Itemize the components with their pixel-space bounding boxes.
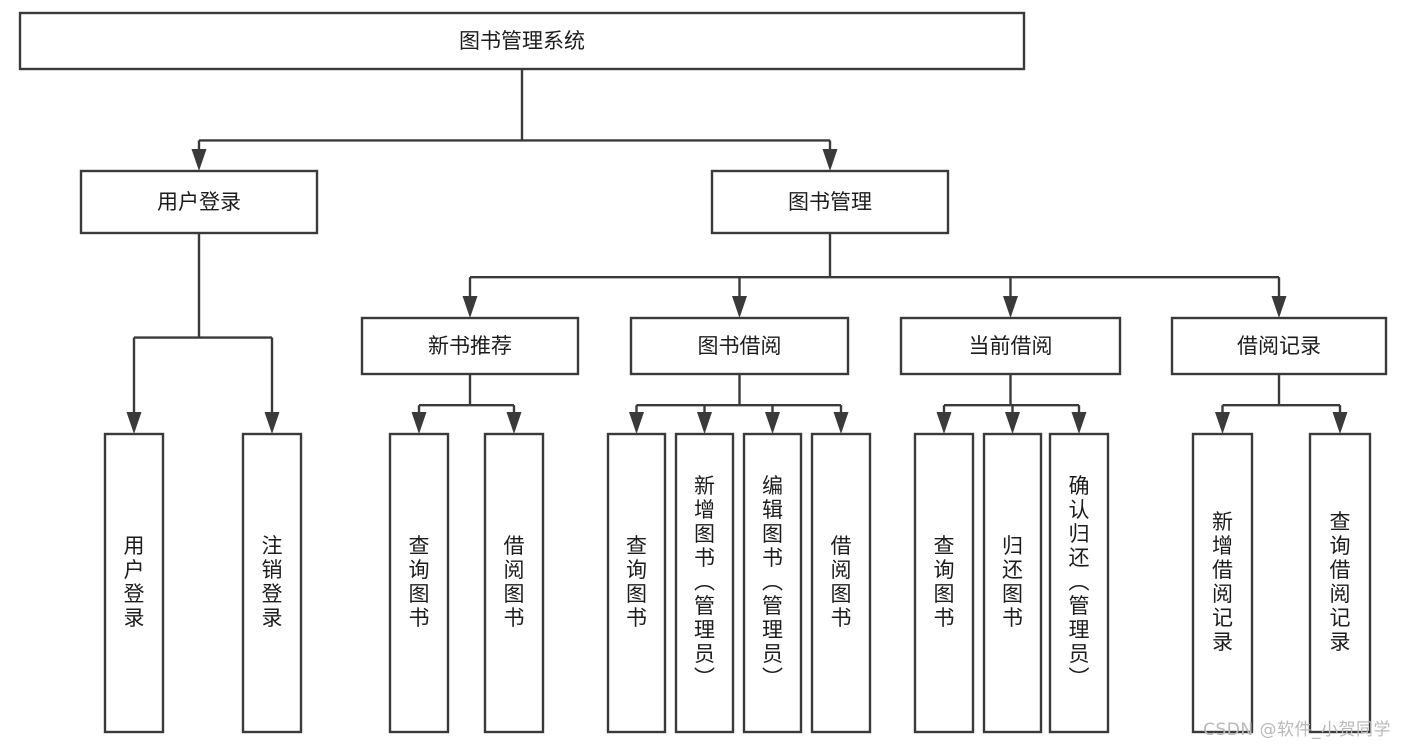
node-leaf-query-book-cur[interactable]: 查询图书	[913, 432, 975, 734]
node-borrow-record[interactable]: 借阅记录	[1170, 316, 1388, 376]
edge-group-borrow-record	[1215, 374, 1348, 434]
edge-arrowhead	[506, 412, 522, 434]
node-leaf-borrow-book-rec[interactable]: 借阅图书	[483, 432, 545, 734]
node-box[interactable]	[18, 11, 1026, 71]
node-box[interactable]	[103, 432, 165, 734]
node-label: 借阅图书	[504, 534, 525, 630]
edge-group-root	[191, 69, 838, 171]
node-box[interactable]	[629, 316, 850, 376]
node-box[interactable]	[79, 169, 319, 235]
node-box[interactable]	[1191, 432, 1254, 734]
edge-arrowhead	[936, 412, 952, 434]
edge-arrowhead	[765, 412, 780, 434]
node-label: 查询借阅记录	[1330, 510, 1351, 654]
node-box[interactable]	[1308, 432, 1372, 734]
node-box[interactable]	[742, 432, 803, 734]
edge-arrowhead	[1215, 412, 1230, 434]
node-leaf-user-login[interactable]: 用户登录	[103, 432, 165, 734]
node-label: 借阅图书	[831, 534, 852, 630]
node-leaf-return-book[interactable]: 归还图书	[982, 432, 1043, 734]
edge-arrowhead	[1071, 412, 1087, 434]
edge-arrowhead	[191, 149, 207, 171]
node-current-borrow[interactable]: 当前借阅	[899, 316, 1122, 376]
csdn-watermark: CSDN @软件_小贺同学	[1203, 720, 1391, 740]
node-label: 查询图书	[626, 534, 647, 630]
node-box[interactable]	[1170, 316, 1388, 376]
edge-group-book-manage	[462, 233, 1287, 318]
edge-arrowhead	[462, 296, 478, 318]
edges-layer	[126, 69, 1348, 434]
nodes-layer: 图书管理系统用户登录图书管理新书推荐图书借阅当前借阅借阅记录用户登录注销登录查询…	[18, 11, 1388, 734]
node-book-manage[interactable]: 图书管理	[710, 169, 950, 235]
node-box[interactable]	[674, 432, 735, 734]
node-label: 当前借阅	[969, 334, 1053, 358]
node-box[interactable]	[388, 432, 450, 734]
node-leaf-query-book-borrow[interactable]: 查询图书	[606, 432, 667, 734]
edge-arrowhead	[126, 412, 142, 434]
edge-arrowhead	[1003, 296, 1018, 318]
node-box[interactable]	[1048, 432, 1110, 734]
node-box[interactable]	[982, 432, 1043, 734]
node-leaf-add-book[interactable]: 新增图书︵管理员︶	[674, 432, 735, 734]
node-label: 编辑图书︵管理员︶	[762, 474, 783, 690]
node-label: 借阅记录	[1237, 334, 1321, 358]
edge-arrowhead	[1005, 412, 1020, 434]
node-leaf-add-record[interactable]: 新增借阅记录	[1191, 432, 1254, 734]
node-box[interactable]	[241, 432, 303, 734]
edge-group-new-book-rec	[411, 374, 522, 434]
node-label: 查询图书	[409, 534, 430, 630]
node-label: 新增借阅记录	[1212, 510, 1233, 654]
node-leaf-user-logout[interactable]: 注销登录	[241, 432, 303, 734]
node-user-login[interactable]: 用户登录	[79, 169, 319, 235]
node-new-book-rec[interactable]: 新书推荐	[360, 316, 580, 376]
node-label: 用户登录	[124, 534, 145, 630]
node-box[interactable]	[360, 316, 580, 376]
node-label: 确认归还︵管理员︶	[1069, 474, 1090, 690]
node-label: 图书借阅	[698, 334, 782, 358]
node-box[interactable]	[899, 316, 1122, 376]
node-label: 新书推荐	[428, 334, 512, 358]
edge-arrowhead	[822, 149, 838, 171]
node-label: 查询图书	[934, 534, 955, 630]
edge-arrowhead	[1271, 296, 1287, 318]
node-box[interactable]	[913, 432, 975, 734]
node-box[interactable]	[810, 432, 872, 734]
edge-arrowhead	[264, 412, 280, 434]
node-label: 用户登录	[157, 190, 241, 214]
edge-arrowhead	[697, 412, 712, 434]
node-root[interactable]: 图书管理系统	[18, 11, 1026, 71]
edge-group-user-login	[126, 233, 280, 434]
edge-arrowhead	[629, 412, 644, 434]
node-label: 归还图书	[1002, 534, 1023, 630]
node-box[interactable]	[710, 169, 950, 235]
edge-group-book-borrow	[629, 374, 849, 434]
node-leaf-edit-book[interactable]: 编辑图书︵管理员︶	[742, 432, 803, 734]
edge-arrowhead	[833, 412, 849, 434]
node-label: 图书管理	[788, 190, 872, 214]
node-leaf-confirm-return[interactable]: 确认归还︵管理员︶	[1048, 432, 1110, 734]
node-leaf-borrow-book[interactable]: 借阅图书	[810, 432, 872, 734]
edge-arrowhead	[411, 412, 427, 434]
edge-arrowhead	[1332, 412, 1348, 434]
node-leaf-query-book-rec[interactable]: 查询图书	[388, 432, 450, 734]
node-box[interactable]	[483, 432, 545, 734]
node-box[interactable]	[606, 432, 667, 734]
node-leaf-query-record[interactable]: 查询借阅记录	[1308, 432, 1372, 734]
node-label: 注销登录	[262, 534, 283, 630]
node-label: 新增图书︵管理员︶	[694, 474, 715, 690]
edge-arrowhead	[732, 296, 747, 318]
edge-group-current-borrow	[936, 374, 1087, 434]
node-book-borrow[interactable]: 图书借阅	[629, 316, 850, 376]
node-label: 图书管理系统	[459, 29, 585, 53]
